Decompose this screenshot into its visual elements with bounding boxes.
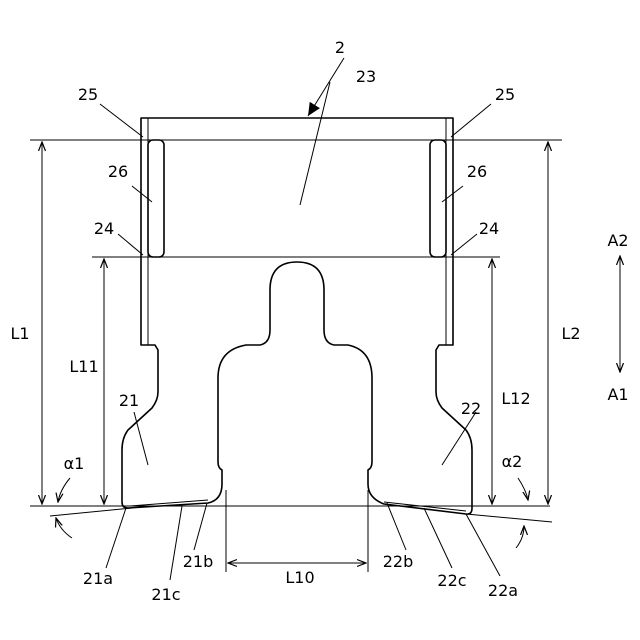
label-21: 21 <box>119 391 139 410</box>
label-2: 2 <box>335 38 345 57</box>
label-24-left: 24 <box>94 219 114 238</box>
label-22: 22 <box>461 399 481 418</box>
alpha2-arc <box>518 478 528 500</box>
label-24-right: 24 <box>479 219 499 238</box>
label-L1: L1 <box>10 324 29 343</box>
label-22a: 22a <box>488 581 518 600</box>
label-L10: L10 <box>285 568 314 587</box>
label-21a: 21a <box>83 569 113 588</box>
alpha2-arc-lower <box>516 526 524 548</box>
alpha1-arc <box>58 478 70 502</box>
label-A2: A2 <box>607 231 628 250</box>
top-flap-outline <box>141 118 453 257</box>
dimension-arrows <box>42 142 620 563</box>
label-alpha1: α1 <box>64 454 85 473</box>
extension-lines <box>30 140 562 572</box>
body-outline <box>122 257 472 514</box>
label-22b: 22b <box>383 552 414 571</box>
right-slot <box>430 140 446 257</box>
label-A1: A1 <box>607 385 628 404</box>
label-L11: L11 <box>69 357 98 376</box>
label-alpha2: α2 <box>502 452 523 471</box>
label-L12: L12 <box>501 389 530 408</box>
component-body <box>122 118 472 514</box>
label-25-right: 25 <box>495 85 515 104</box>
label-26-left: 26 <box>108 162 128 181</box>
label-23: 23 <box>356 67 376 86</box>
alpha1-arc-lower <box>56 518 72 538</box>
labels: 2 23 25 25 26 26 24 24 21 22 21a 21c 21b… <box>10 38 628 604</box>
label-21b: 21b <box>183 552 214 571</box>
top-flap-inner-line <box>148 118 446 257</box>
left-slot <box>148 140 164 257</box>
label-26-right: 26 <box>467 162 487 181</box>
label-22c: 22c <box>437 571 466 590</box>
label-L2: L2 <box>561 324 580 343</box>
label-25-left: 25 <box>78 85 98 104</box>
label-21c: 21c <box>151 585 180 604</box>
part-2-pointer <box>308 58 344 116</box>
